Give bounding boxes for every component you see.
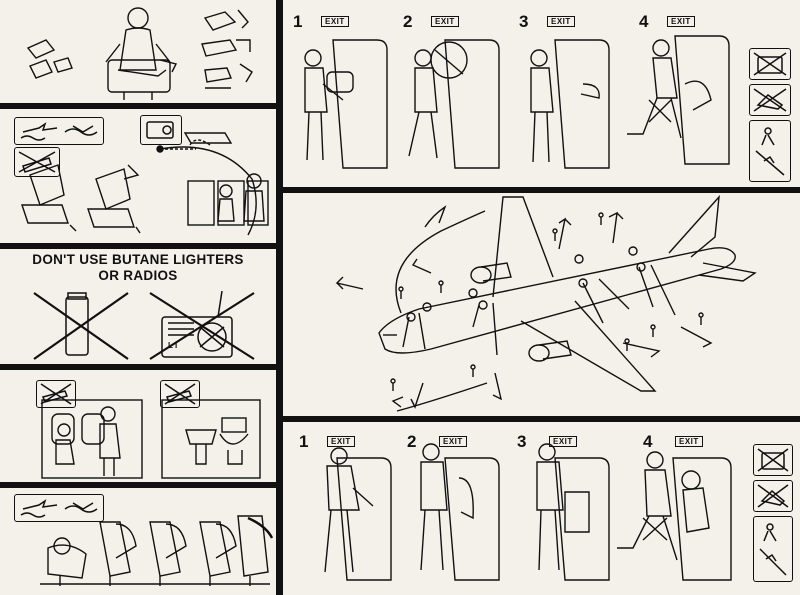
top-step-1-number: 1: [293, 12, 303, 31]
bottom-step-3-exit-sign: EXIT: [549, 436, 577, 447]
airplane-evacuation-illustration: [335, 194, 757, 412]
bottom-step-4-number: 4: [643, 432, 653, 451]
warning-title-line1: DON'T USE BUTANE LIGHTERS: [32, 252, 244, 267]
evacuation-diagram-panel: [283, 193, 800, 416]
top-step-4-exit-sign: EXIT: [667, 16, 695, 27]
brace-position-panel: [0, 488, 276, 595]
slide-jump-icon-2: [753, 516, 793, 582]
life-vest-panel: [0, 0, 276, 103]
radio-label: L I: [168, 341, 178, 350]
life-vest-illustration: [26, 7, 253, 100]
bottom-step-3-number: 3: [517, 432, 527, 451]
top-step-2-exit-sign: EXIT: [431, 16, 459, 27]
brace-illustration: [40, 515, 274, 586]
water-landing-icon-2: [14, 494, 104, 522]
top-step-3-number: 3: [519, 12, 529, 31]
left-divider-2: [0, 243, 276, 249]
bottom-step-1-number: 1: [299, 432, 309, 451]
no-high-heels-icon-2: [753, 480, 793, 512]
water-landing-icon: [14, 117, 104, 145]
seat-position-panel: [0, 109, 276, 243]
top-step-1-exit-sign: EXIT: [321, 16, 349, 27]
right-divider-top: [283, 187, 800, 193]
seat-illustration: [21, 132, 269, 236]
top-step-4-number: 4: [639, 12, 649, 31]
lavatory-panel: [0, 370, 276, 482]
no-lavatory-smoking-icon: [160, 380, 200, 408]
lavatory-illustration: [41, 399, 261, 479]
left-divider-1: [0, 103, 276, 109]
left-divider-4: [0, 482, 276, 488]
butane-warning-panel: DON'T USE BUTANE LIGHTERS OR RADIOS L I: [0, 249, 276, 364]
bottom-step-2-exit-sign: EXIT: [439, 436, 467, 447]
no-electronics-icon: [140, 115, 182, 145]
right-divider-bottom: [283, 416, 800, 422]
top-step-3-exit-sign: EXIT: [547, 16, 575, 27]
no-high-heels-icon: [749, 84, 791, 116]
top-exit-illustration: [304, 35, 730, 169]
center-divider: [276, 0, 283, 595]
slide-jump-icon: [749, 120, 791, 182]
bottom-step-1-exit-sign: EXIT: [327, 436, 355, 447]
bottom-exit-steps-panel: 1 EXIT 2 EXIT 3 EXIT 4 EXIT: [283, 422, 800, 595]
top-step-2-number: 2: [403, 12, 413, 31]
bottom-step-4-exit-sign: EXIT: [675, 436, 703, 447]
butane-warning-illustration: [33, 290, 255, 360]
no-baggage-icon: [749, 48, 791, 80]
bottom-exit-illustration: [324, 443, 732, 581]
warning-title-line2: OR RADIOS: [98, 268, 178, 283]
no-baggage-icon-2: [753, 444, 793, 476]
left-divider-3: [0, 364, 276, 370]
top-exit-steps-panel: 1 EXIT 2 EXIT 3 EXIT 4 EXIT: [283, 0, 800, 187]
bottom-step-2-number: 2: [407, 432, 417, 451]
